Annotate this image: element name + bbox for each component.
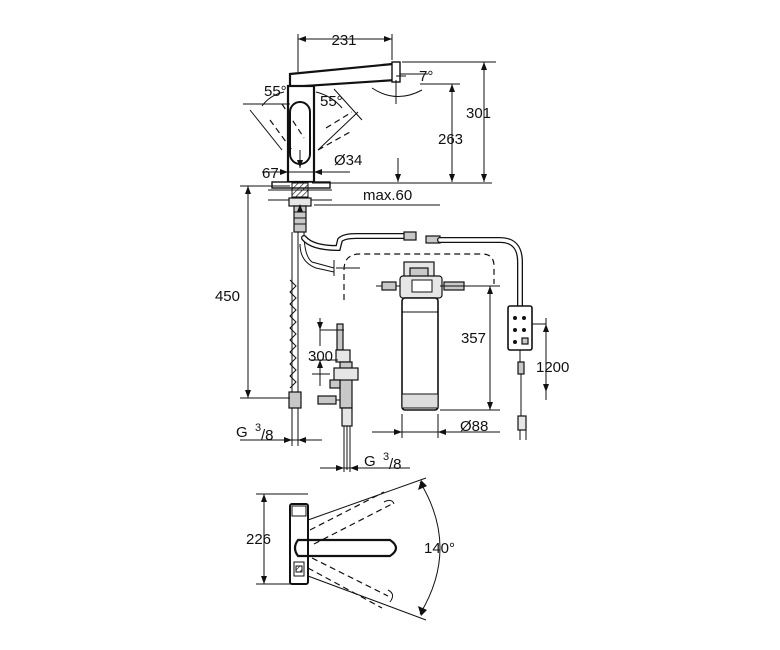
svg-text:3: 3 (255, 422, 261, 434)
dim-thread-left: G 3 /8 (236, 422, 274, 444)
dimension-lines (240, 34, 549, 472)
water-filter (376, 261, 476, 411)
dim-max-deck-thickness: max.60 (363, 187, 412, 204)
svg-text:G: G (364, 453, 376, 470)
dim-swivel-angle: 140° (424, 540, 455, 557)
dim-cable-length: 1200 (536, 359, 569, 376)
dim-base-diameter: Ø34 (334, 152, 362, 169)
dim-top-view-depth: 226 (246, 531, 271, 548)
dim-spout-tilt-angle: 7° (419, 68, 433, 85)
svg-text:3: 3 (383, 451, 389, 463)
dim-height-total: 301 (466, 105, 491, 122)
dim-supply-hose-length: 450 (215, 288, 240, 305)
svg-text:/8: /8 (389, 456, 402, 473)
dim-spout-reach: 231 (331, 32, 356, 49)
svg-text:G: G (236, 424, 248, 441)
dim-lever-angle-right: 55° (320, 93, 343, 110)
hose-routing (301, 231, 523, 309)
dim-filter-diameter: Ø88 (460, 418, 488, 435)
svg-text:/8: /8 (261, 427, 274, 444)
angle-valve (312, 323, 359, 470)
faucet-top-view (256, 477, 441, 621)
electronic-control-box (507, 305, 546, 440)
dim-filter-height: 357 (461, 330, 486, 347)
dim-height-spout: 263 (438, 131, 463, 148)
faucet-side-view (243, 61, 406, 409)
dim-lever-angle-left: 55° (264, 83, 287, 100)
dim-valve-offset: 300 (308, 348, 333, 365)
dim-base-width: 67 (262, 165, 279, 182)
dim-thread-right: G 3 /8 (364, 451, 402, 473)
